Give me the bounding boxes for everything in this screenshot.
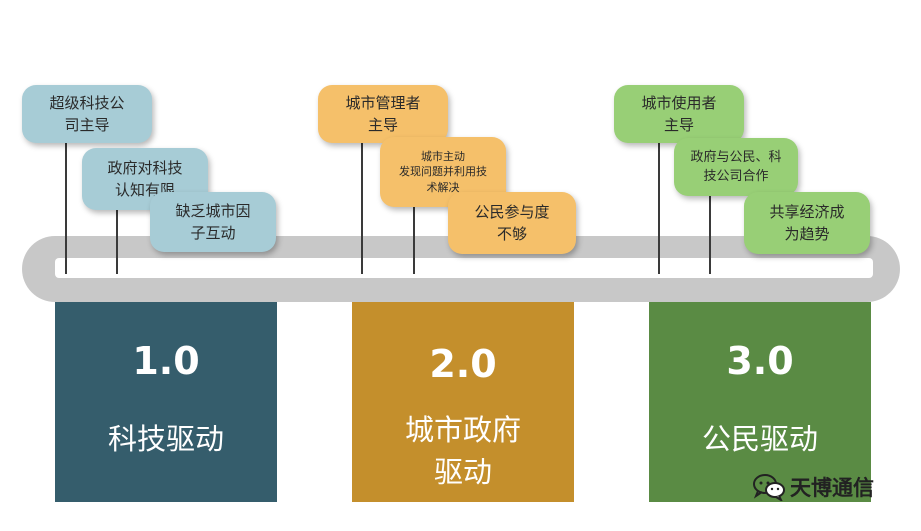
phase-2-bubble-3: 公民参与度 不够 xyxy=(448,192,576,254)
phase-1-version: 1.0 xyxy=(132,339,200,383)
phase-3-label: 公民驱动 xyxy=(701,422,818,456)
phase-2-version: 2.0 xyxy=(429,342,497,386)
bubble-text: 公民参与度 不够 xyxy=(474,202,550,244)
watermark: 天博通信 xyxy=(752,472,874,502)
bubble-text: 城市主动 发现问题并利用技 术解决 xyxy=(399,149,487,194)
bubble-text: 缺乏城市因 子互动 xyxy=(175,201,251,243)
phase-1-label: 科技驱动 xyxy=(107,422,224,456)
connector-line xyxy=(709,195,711,274)
connector-line xyxy=(413,206,415,274)
wechat-icon xyxy=(753,474,785,501)
phase-1-bubble-3: 缺乏城市因 子互动 xyxy=(150,192,276,252)
phase-3-bubble-2: 政府与公民、科 技公司合作 xyxy=(674,138,798,196)
phase-2-bubble-1: 城市管理者 主导 xyxy=(318,85,448,143)
phase-2-label: 城市政府 驱动 xyxy=(404,413,521,490)
connector-line xyxy=(361,140,363,274)
phase-2-block: 2.0 城市政府 驱动 xyxy=(352,302,574,502)
connector-line xyxy=(116,208,118,274)
phase-3-bubble-1: 城市使用者 主导 xyxy=(614,85,744,143)
connector-line xyxy=(65,140,67,274)
phase-3-block: 3.0 公民驱动 xyxy=(649,302,871,502)
phase-3-bubble-3: 共享经济成 为趋势 xyxy=(744,192,870,254)
watermark-text: 天博通信 xyxy=(790,476,874,500)
bubble-text: 城市使用者 主导 xyxy=(641,93,717,135)
bubble-text: 共享经济成 为趋势 xyxy=(769,202,845,244)
timeline-track-inner xyxy=(55,258,873,278)
connector-line xyxy=(658,140,660,274)
phase-1-block: 1.0 科技驱动 xyxy=(55,302,277,502)
phase-1-bubble-1: 超级科技公 司主导 xyxy=(22,85,152,143)
bubble-text: 政府与公民、科 技公司合作 xyxy=(690,149,782,185)
bubble-text: 超级科技公 司主导 xyxy=(49,93,125,135)
phase-3-version: 3.0 xyxy=(726,339,794,383)
bubble-text: 城市管理者 主导 xyxy=(345,93,421,135)
